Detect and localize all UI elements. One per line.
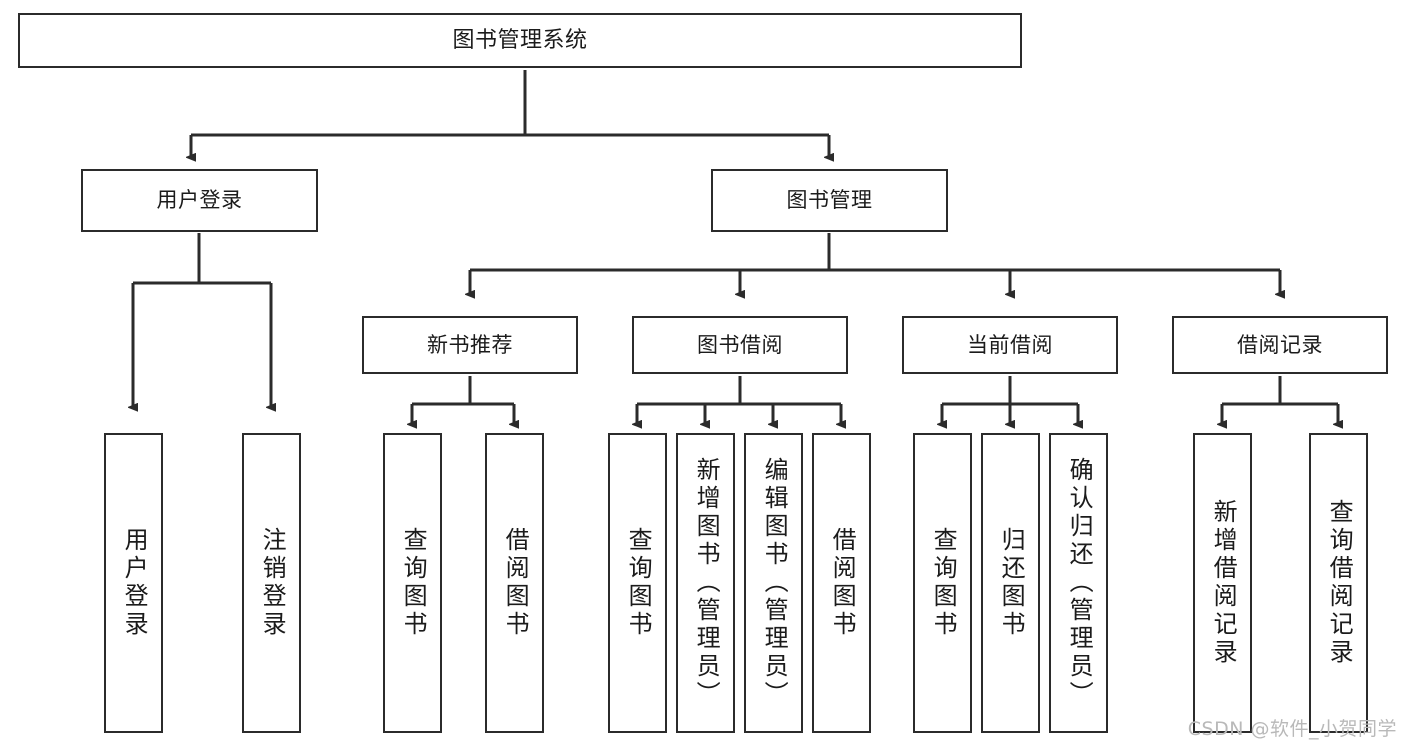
node-label: 查询图书 [624, 527, 653, 639]
leaf-recommend-borrow-book[interactable]: 借阅图书 [485, 433, 544, 733]
node-user-login[interactable]: 用户登录 [81, 169, 318, 232]
leaf-current-return-book[interactable]: 归还图书 [981, 433, 1040, 733]
leaf-current-confirm-return[interactable]: 确认归还（管理员） [1049, 433, 1108, 733]
node-label: 查询图书 [929, 527, 958, 639]
leaf-borrow-edit-book[interactable]: 编辑图书（管理员） [744, 433, 803, 733]
node-label: 编辑图书（管理员） [760, 457, 789, 709]
node-label: 查询图书 [399, 527, 428, 639]
node-root-system[interactable]: 图书管理系统 [18, 13, 1022, 68]
leaf-record-query-record[interactable]: 查询借阅记录 [1309, 433, 1368, 733]
leaf-borrow-query-book[interactable]: 查询图书 [608, 433, 667, 733]
node-label: 新增图书（管理员） [692, 457, 721, 709]
node-label: 借阅图书 [501, 527, 530, 639]
watermark-text: CSDN @软件_小贺同学 [1187, 718, 1397, 740]
node-new-book-recommend[interactable]: 新书推荐 [362, 316, 578, 374]
node-label: 注销登录 [258, 527, 287, 639]
node-label: 当前借阅 [967, 332, 1053, 357]
node-book-borrow[interactable]: 图书借阅 [632, 316, 848, 374]
leaf-record-add-record[interactable]: 新增借阅记录 [1193, 433, 1252, 733]
leaf-borrow-borrow-book[interactable]: 借阅图书 [812, 433, 871, 733]
node-label: 归还图书 [997, 527, 1026, 639]
leaf-user-login-signin[interactable]: 用户登录 [104, 433, 163, 733]
node-label: 新增借阅记录 [1209, 499, 1238, 667]
node-label: 借阅记录 [1237, 332, 1323, 357]
node-label: 图书借阅 [697, 332, 783, 357]
leaf-current-query-book[interactable]: 查询图书 [913, 433, 972, 733]
leaf-recommend-query-book[interactable]: 查询图书 [383, 433, 442, 733]
leaf-user-login-signout[interactable]: 注销登录 [242, 433, 301, 733]
node-label: 借阅图书 [828, 527, 857, 639]
node-label: 新书推荐 [427, 332, 513, 357]
leaf-borrow-add-book[interactable]: 新增图书（管理员） [676, 433, 735, 733]
node-label: 图书管理 [786, 188, 873, 213]
node-label: 图书管理系统 [452, 27, 588, 53]
node-borrow-record[interactable]: 借阅记录 [1172, 316, 1388, 374]
node-label: 用户登录 [156, 188, 243, 213]
node-book-management[interactable]: 图书管理 [711, 169, 948, 232]
node-current-borrow[interactable]: 当前借阅 [902, 316, 1118, 374]
node-label: 确认归还（管理员） [1065, 457, 1094, 709]
node-label: 用户登录 [120, 527, 149, 639]
node-label: 查询借阅记录 [1325, 499, 1354, 667]
